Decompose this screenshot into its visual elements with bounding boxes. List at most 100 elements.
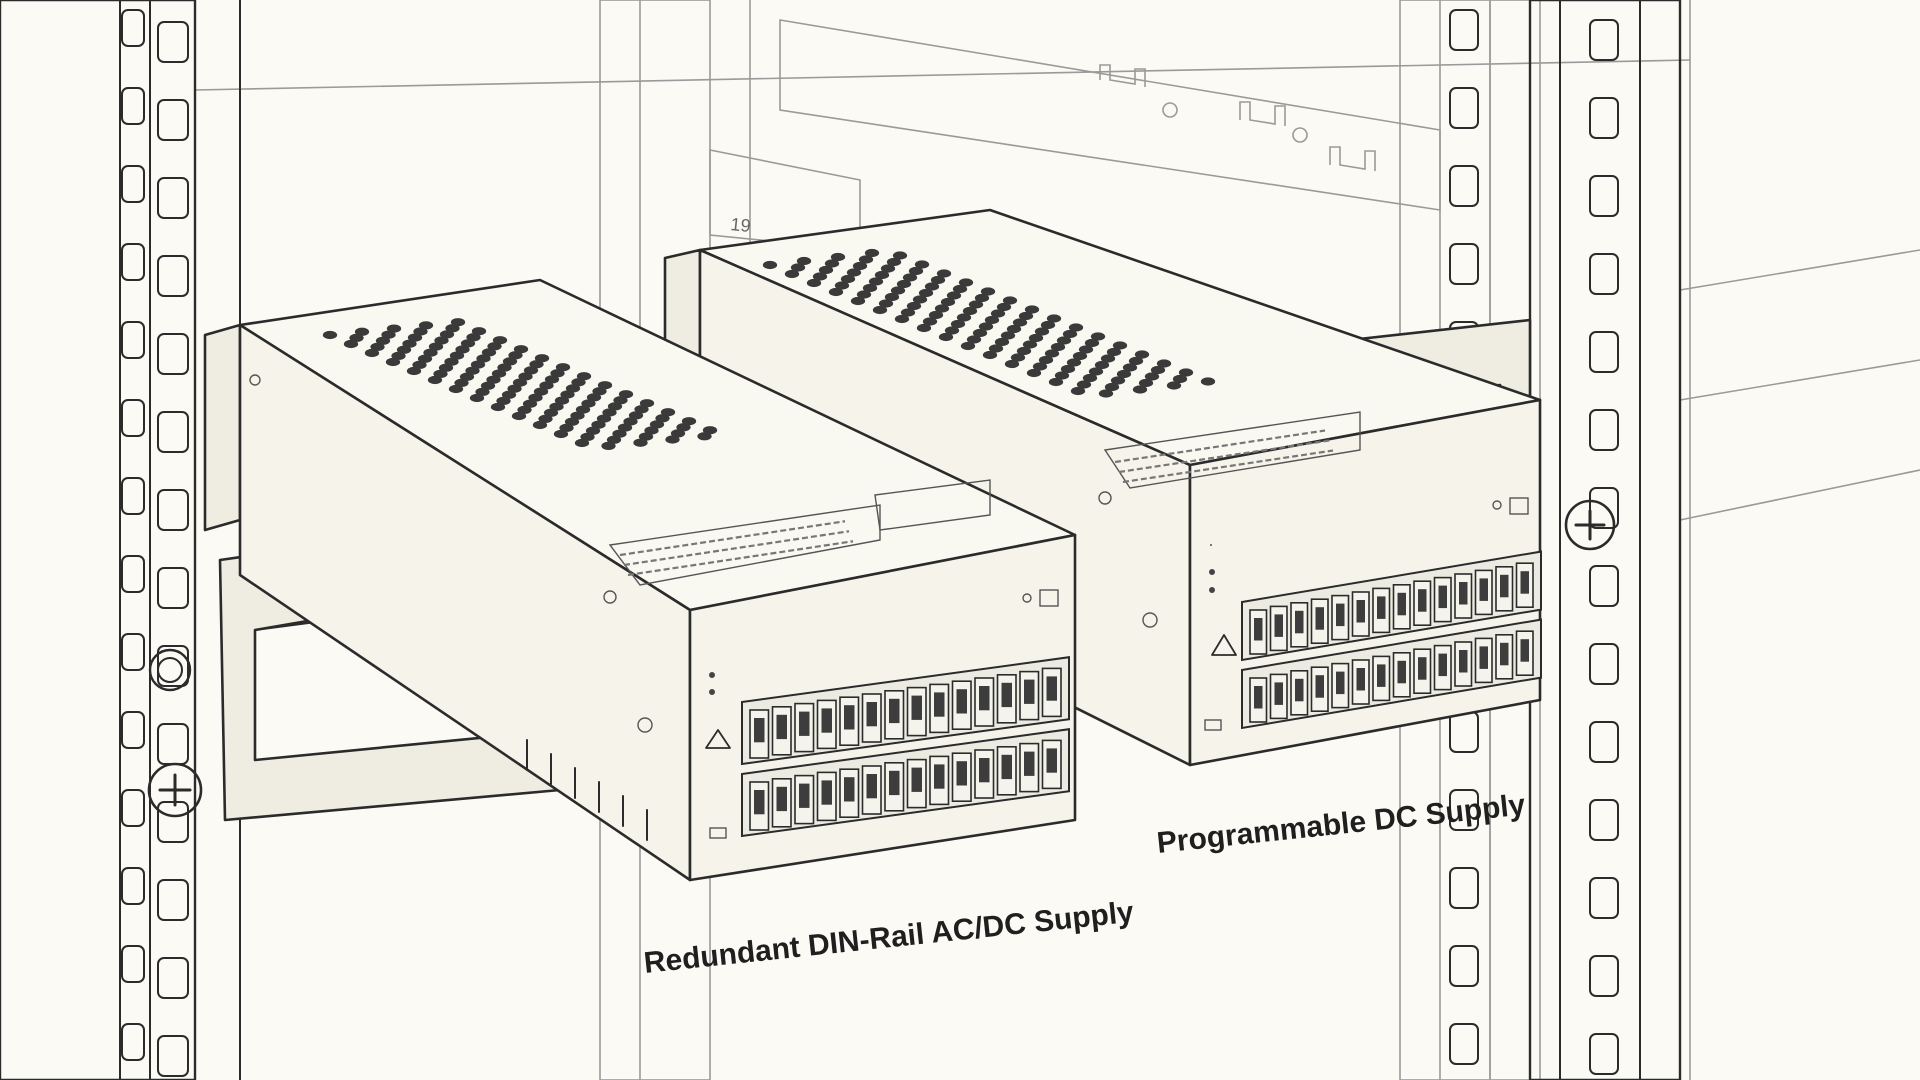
front-text: · [1208, 534, 1214, 554]
rail-hole [121, 165, 145, 203]
vent-hole [445, 324, 460, 333]
vent-hole [996, 302, 1012, 312]
vent-hole [1038, 355, 1054, 365]
label-line [623, 530, 850, 567]
vent-hole [512, 378, 528, 387]
rail-hole [1589, 721, 1619, 763]
rail-hole [1449, 243, 1479, 285]
vent-hole [924, 282, 940, 291]
vent-hole [465, 366, 480, 375]
vent-hole [601, 441, 616, 451]
vent-hole [492, 336, 508, 345]
rail-hole [1589, 97, 1619, 139]
vent-hole [990, 309, 1006, 318]
terminal-opening [979, 758, 990, 783]
terminal-opening [799, 783, 810, 808]
vent-hole [796, 256, 812, 266]
terminal-opening [934, 692, 945, 717]
vent-hole [918, 288, 934, 298]
led-indicator-icon [1492, 497, 1529, 515]
vent-grille [322, 318, 718, 451]
terminal-opening [1315, 675, 1324, 698]
vent-hole [364, 348, 380, 358]
rail-hole [1589, 331, 1619, 373]
vent-hole [1076, 380, 1092, 389]
rail-hole [121, 243, 145, 281]
vent-hole [433, 369, 448, 379]
vent-hole [1116, 369, 1132, 379]
vent-hole [1138, 378, 1154, 388]
rail-hole [157, 333, 189, 375]
vent-hole [559, 423, 574, 433]
vent-hole [322, 330, 338, 340]
rail-hole [157, 99, 189, 141]
vent-hole [1082, 373, 1098, 383]
vent-hole [549, 402, 564, 411]
screw-icon [148, 648, 192, 692]
label-line [1114, 429, 1326, 464]
vent-hole [354, 327, 370, 336]
terminal-opening [934, 764, 945, 789]
vent-hole [1200, 377, 1216, 386]
vent-hole [1002, 296, 1018, 305]
vent-hole [1046, 314, 1062, 323]
warning-triangle-icon [705, 729, 731, 749]
vent-hole [449, 351, 465, 360]
vent-hole [824, 259, 840, 268]
vent-hole [417, 354, 433, 363]
vent-hole [1150, 365, 1166, 375]
vent-hole [639, 399, 655, 408]
vent-hole [412, 360, 427, 370]
terminal-opening [1377, 664, 1386, 687]
vent-hole [533, 387, 549, 396]
vent-hole [633, 438, 648, 447]
vent-hole [343, 339, 359, 349]
vent-hole [1078, 345, 1094, 354]
vent-hole [423, 348, 438, 357]
vent-hole [502, 357, 518, 366]
terminal-block [741, 656, 1070, 838]
vent-hole [455, 345, 470, 354]
vent-hole [1122, 363, 1138, 372]
rail-hole [121, 87, 145, 125]
terminal-opening [1418, 589, 1427, 612]
vent-hole [1094, 360, 1110, 370]
vent-hole [968, 300, 984, 309]
vent-hole [475, 387, 490, 397]
vent-hole [448, 384, 464, 394]
vent-hole [466, 333, 481, 342]
vent-hole [486, 375, 501, 384]
vent-hole [872, 305, 888, 315]
vent-hole [428, 342, 444, 351]
vent-hole [375, 336, 391, 345]
rail-hole [121, 633, 145, 671]
terminal-opening [1500, 642, 1509, 666]
terminal-opening [1295, 610, 1304, 634]
vent-hole [952, 284, 968, 294]
vent-hole [1112, 341, 1128, 350]
vent-hole [1040, 320, 1056, 330]
rail-hole [121, 789, 145, 827]
vent-hole [988, 344, 1004, 353]
vent-hole [565, 384, 581, 393]
vent-hole [522, 399, 538, 408]
vent-hole [1098, 389, 1114, 398]
vent-hole [930, 275, 946, 285]
vent-hole [956, 313, 972, 322]
terminal-opening [776, 786, 787, 812]
vent-hole [1060, 364, 1076, 374]
terminal-opening [1438, 585, 1447, 609]
vent-hole [1056, 336, 1072, 345]
vent-hole [790, 263, 806, 272]
vent-hole [612, 429, 627, 438]
terminal-opening [911, 695, 922, 720]
right-rack-rail [1449, 0, 1682, 1080]
vent-hole [886, 257, 902, 267]
vent-hole [806, 278, 822, 288]
vent-hole [623, 417, 638, 426]
rail-hole [157, 1035, 189, 1077]
vent-hole [539, 381, 554, 390]
vent-hole [1018, 311, 1034, 321]
terminal-opening [1520, 639, 1529, 662]
